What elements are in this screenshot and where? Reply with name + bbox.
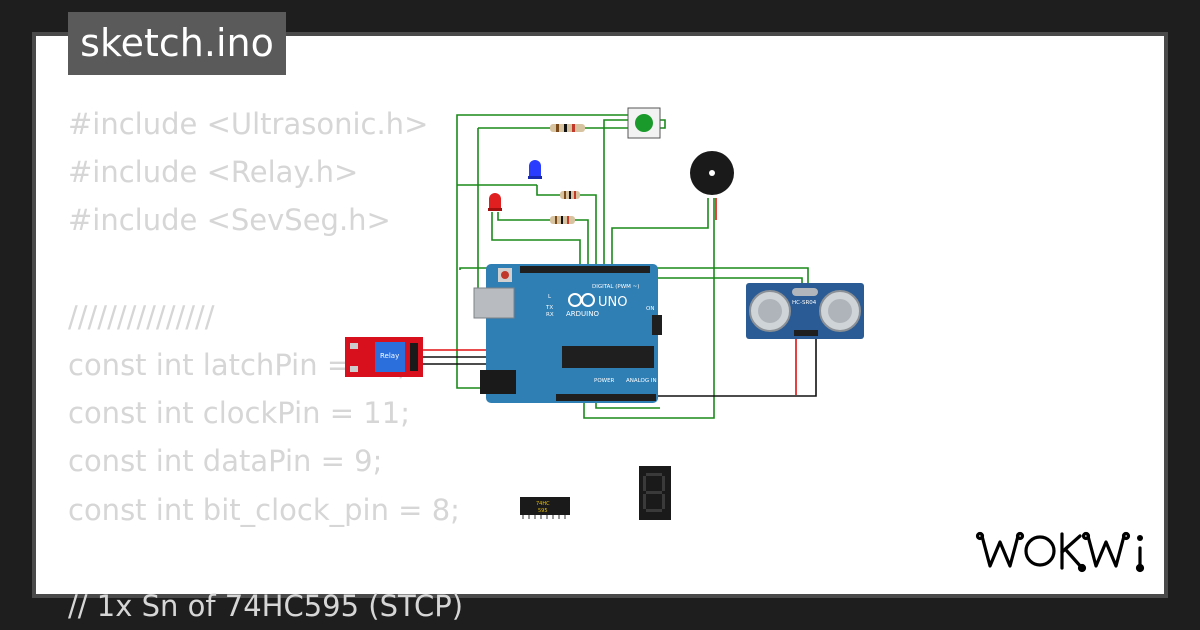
code-line: const int dataPin = 9;: [68, 444, 383, 479]
push-button: [627, 107, 661, 139]
red-led: [488, 193, 502, 211]
blue-led: [528, 160, 542, 179]
code-line: #include <Ultrasonic.h>: [68, 107, 429, 141]
digital-label: DIGITAL (PWM ~): [592, 284, 639, 290]
relay-module: Relay: [345, 337, 423, 377]
project-title: sketch.ino: [68, 12, 286, 75]
code-line: const int bit_clock_pin = 8;: [68, 492, 460, 527]
led-l-label: L: [548, 294, 552, 300]
sensor-model-label: HC-SR04: [792, 300, 817, 306]
power-label: POWER: [594, 378, 615, 384]
resistor-red-led: [550, 216, 575, 224]
arduino-uno-board: UNO ARDUINO DIGITAL (PWM ~) POWER ANALOG…: [473, 264, 662, 403]
code-line: #include <Relay.h>: [68, 155, 359, 190]
shift-register-ic: 74HC 595: [520, 497, 570, 519]
rx-label: RX: [546, 312, 554, 318]
on-label: ON: [646, 306, 654, 312]
tx-label: TX: [545, 305, 553, 311]
seven-segment-display: [639, 466, 671, 520]
resistor-button: [550, 124, 585, 132]
analog-label: ANALOG IN: [626, 378, 657, 384]
resistor-blue-led: [560, 191, 580, 199]
ic-label-line1: 74HC: [536, 501, 550, 507]
relay-label: Relay: [380, 352, 399, 360]
buzzer: [690, 151, 734, 195]
wokwi-logo: [975, 531, 1145, 573]
code-line: ///////////////: [68, 299, 215, 334]
ultrasonic-sensor: HC-SR04: [746, 283, 864, 339]
code-line: const int clockPin = 11;: [68, 396, 410, 431]
code-line: // 1x Sn of 74HC595 (STCP): [68, 588, 464, 623]
ic-label-line2: 595: [538, 508, 548, 514]
code-line: #include <SevSeg.h>: [68, 203, 391, 238]
board-name: UNO: [598, 295, 627, 310]
board-brand: ARDUINO: [566, 310, 599, 318]
code-preview: #include <Ultrasonic.h> #include <Relay.h…: [68, 100, 463, 630]
